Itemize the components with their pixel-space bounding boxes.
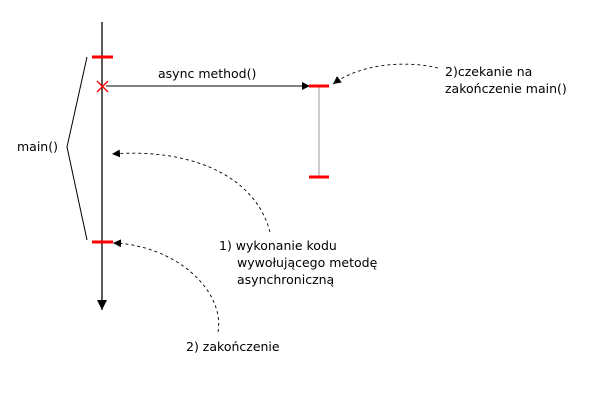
wait-label-line1: 2)czekanie na (445, 64, 532, 79)
step1-label-line1: 1) wykonanie kodu (219, 238, 337, 253)
step1-annotation-arrow (111, 149, 271, 233)
end-annotation-arrow (112, 239, 220, 333)
wait-annotation-arrow (332, 63, 439, 85)
step1-label-line3: asynchroniczną (237, 272, 335, 287)
end-label: 2) zakończenie (186, 339, 280, 354)
wait-label-line2: zakończenie main() (445, 81, 567, 96)
async-call-x-marker (96, 80, 109, 93)
main-label: main() (17, 139, 58, 154)
main-brace (66, 56, 88, 241)
step1-label-line2: wywołującego metodę (237, 255, 378, 270)
async-method-label: async method() (158, 66, 256, 81)
